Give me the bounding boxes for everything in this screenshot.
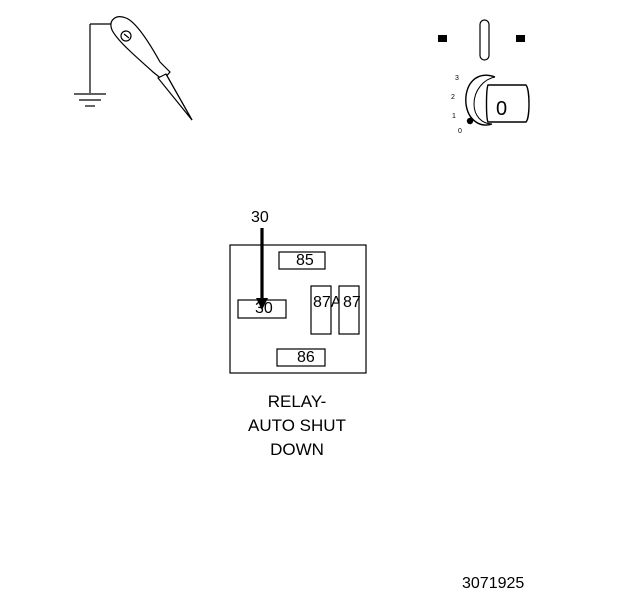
relay-caption: RELAY- AUTO SHUT DOWN <box>248 392 346 459</box>
key-slot-icon <box>479 19 490 61</box>
ignition-position-1: 1 <box>452 113 456 120</box>
pin-86-terminal <box>276 348 326 367</box>
pin-87-label: 87 <box>343 294 361 311</box>
ignition-position-2: 2 <box>451 94 455 101</box>
test-probe-icon <box>110 16 193 121</box>
probe-pin-label: 30 <box>251 209 269 226</box>
pin-87a-terminal <box>310 285 332 335</box>
relay-auto-shutdown: 85 30 87A 87 86 30 <box>229 209 367 374</box>
ignition-position-3: 3 <box>455 75 459 82</box>
indicator-right-icon <box>516 35 525 42</box>
ignition-position-0: 0 <box>458 128 462 135</box>
pin-86-label: 86 <box>297 349 315 366</box>
pin-85-terminal <box>278 251 326 270</box>
caption-line-2: AUTO SHUT <box>248 416 346 435</box>
probe-arrowhead-icon <box>256 298 268 310</box>
pin-87a-label: 87A <box>313 294 342 311</box>
indicator-left-icon <box>438 35 447 42</box>
caption-line-1: RELAY- <box>268 392 327 411</box>
ground-symbol-icon <box>74 23 116 107</box>
key-label: 0 <box>496 98 507 120</box>
ignition-key-switch-icon: 3 2 1 0 0 <box>438 19 530 135</box>
document-number: 3071925 <box>462 575 524 592</box>
pin-85-label: 85 <box>296 252 314 269</box>
pin-87-terminal <box>338 285 360 335</box>
caption-line-3: DOWN <box>270 440 324 459</box>
